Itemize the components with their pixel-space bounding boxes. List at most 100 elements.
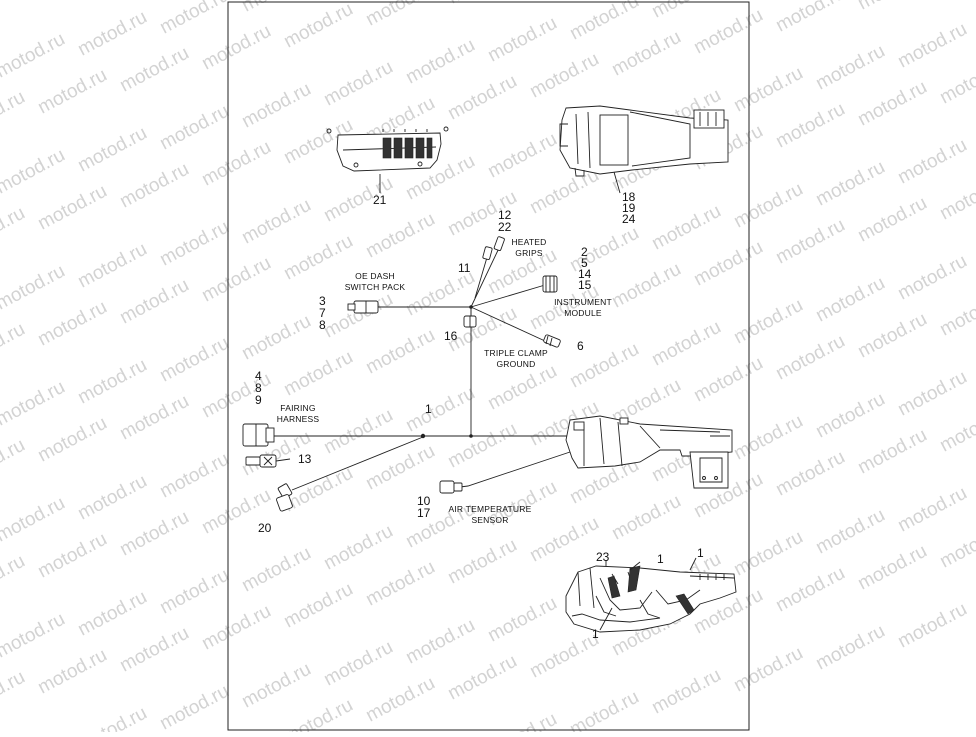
label-oe-1: OE DASH [355,271,395,281]
watermark-text: motod.ru [0,493,69,547]
label-air-2: SENSOR [471,515,508,525]
watermark-text: motod.ru [484,13,560,67]
callout-16: 16 [444,329,458,343]
watermark-text: motod.ru [402,383,478,437]
watermark-text: motod.ru [280,347,356,401]
heated-grips-connectors [483,236,505,259]
callout-20: 20 [258,521,272,535]
callout-9: 9 [255,393,262,407]
watermark-text: motod.ru [648,201,724,255]
watermark-text: motod.ru [444,71,520,125]
watermark-text: motod.ru [730,63,806,117]
label-air-1: AIR TEMPERATURE [449,504,532,514]
label-triple-2: GROUND [497,359,536,369]
watermark-text: motod.ru [116,391,192,445]
watermark-text: motod.ru [894,599,970,653]
watermark-text: motod.ru [608,491,684,545]
watermark-text: motod.ru [566,687,642,732]
watermark-text: motod.ru [34,297,110,351]
watermark-text: motod.ru [74,587,150,641]
watermark-text: motod.ru [0,667,29,721]
watermark-text: motod.ru [320,289,396,343]
watermark-text: motod.ru [444,651,520,705]
watermark-text: motod.ru [74,471,150,525]
watermark-text: motod.ru [74,703,150,732]
watermark-text: motod.ru [116,507,192,561]
callout-1c: 1 [697,546,704,560]
watermark-text: motod.ru [812,273,888,327]
label-instrument-2: MODULE [564,308,602,318]
watermark-text: motod.ru [198,601,274,655]
callout-8: 8 [319,318,326,332]
watermark-text: motod.ru [936,519,976,573]
instrument-connector [543,276,557,292]
watermark-text: motod.ru [34,181,110,235]
watermark-text: motod.ru [484,593,560,647]
callout-21: 21 [373,193,387,207]
watermark-text: motod.ru [280,463,356,517]
connector-13 [246,455,276,467]
watermark-text: motod.ru [362,0,438,30]
watermark-text: motod.ru [772,447,848,501]
watermark-text: motod.ru [936,403,976,457]
watermark-text: motod.ru [854,309,930,363]
watermark-text: motod.ru [362,209,438,263]
watermark-text: motod.ru [34,413,110,467]
callout-24: 24 [622,212,636,226]
watermark-text: motod.ru [156,101,232,155]
watermark-text: motod.ru [156,0,232,38]
watermark-text: motod.ru [34,65,110,119]
watermark-text: motod.ru [402,615,478,669]
watermark-text: motod.ru [690,5,766,59]
watermark-text: motod.ru [198,253,274,307]
watermark-text: motod.ru [772,563,848,617]
watermark-text: motod.ru [484,129,560,183]
watermark-text: motod.ru [730,179,806,233]
watermark-text: motod.ru [772,99,848,153]
watermark-text: motod.ru [894,367,970,421]
watermark-text: motod.ru [198,369,274,423]
watermark-text: motod.ru [116,623,192,677]
watermark-text: motod.ru [812,389,888,443]
watermark-text: motod.ru [444,535,520,589]
watermark-text: motod.ru [198,137,274,191]
callout-17: 17 [417,506,431,520]
watermark-text: motod.ru [198,21,274,75]
watermark-text: motod.ru [238,79,314,133]
watermark-text: motod.ru [156,449,232,503]
watermark-text: motod.ru [0,551,29,605]
watermark-text: motod.ru [854,77,930,131]
watermark-text: motod.ru [812,41,888,95]
watermark-text: motod.ru [608,27,684,81]
callout-13: 13 [298,452,312,466]
watermark-text: motod.ru [526,513,602,567]
watermark-text: motod.ru [894,135,970,189]
ground-connector-6 [543,334,561,347]
watermark-text: motod.ru [526,49,602,103]
watermark-text: motod.ru [0,609,69,663]
watermark-text: motod.ru [156,333,232,387]
label-instrument-1: INSTRUMENT [554,297,612,307]
watermark-text: motod.ru [280,579,356,633]
callout-6: 6 [577,339,584,353]
watermark-text: motod.ru [0,145,69,199]
callout-1b: 1 [657,552,664,566]
watermark-text: motod.ru [74,7,150,61]
watermark-text: motod.ru [772,215,848,269]
watermark-text: motod.ru [320,57,396,111]
watermark-text: motod.ru [362,557,438,611]
watermark-text: motod.ru [566,0,642,44]
watermark-text: motod.ru [444,419,520,473]
watermark-text: motod.ru [0,0,29,24]
watermark-text: motod.ru [0,87,29,141]
watermark-text: motod.ru [936,55,976,109]
watermark-text: motod.ru [0,29,69,83]
watermark-text: motod.ru [690,353,766,407]
watermark-text: motod.ru [812,621,888,675]
watermark-text: motod.ru [936,287,976,341]
label-heated-1: HEATED [511,237,546,247]
watermark-text: motod.ru [280,695,356,732]
